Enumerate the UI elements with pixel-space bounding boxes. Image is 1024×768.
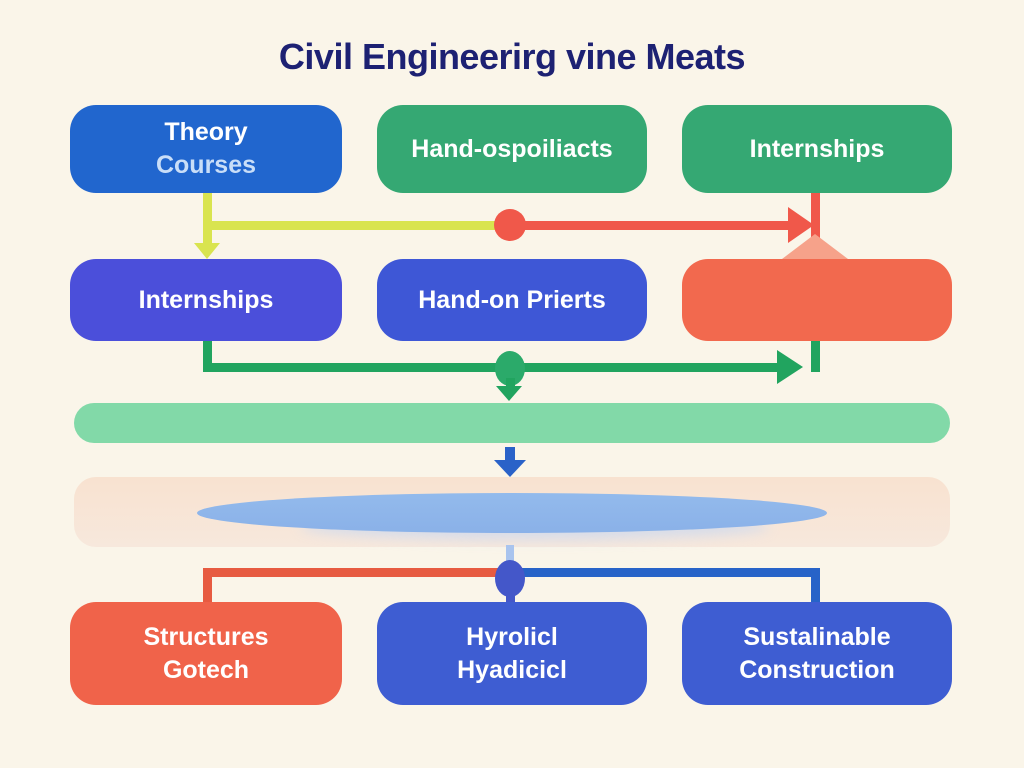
arrow-down-icon: [194, 243, 220, 259]
connector-green-horizontal: [203, 363, 777, 372]
page-title: Civil Engineerirg vine Meats: [278, 36, 746, 77]
connector-yellow-horizontal: [203, 221, 510, 230]
connector-red-horizontal: [522, 221, 788, 230]
blue-ellipse: [197, 493, 827, 533]
box-sustainable-construction: Sustalinable Construction: [682, 602, 952, 705]
connector-blue-vertical: [811, 568, 820, 602]
box-empty-coral: [682, 259, 952, 341]
connector-orange-horizontal: [203, 568, 510, 577]
box-internships-mid: Internships: [70, 259, 342, 341]
connector-lightblue-vertical: [506, 545, 514, 573]
box-label-line: Internships: [749, 134, 885, 163]
box-hands-on-top: Hand-ospoiliacts: [377, 105, 647, 193]
box-internships-top: Internships: [682, 105, 952, 193]
arrow-down-icon: [496, 386, 522, 401]
connector-green-vertical-right: [811, 341, 820, 372]
box-label-line: Hand-on Prierts: [418, 285, 606, 314]
box-label-line: Hyrolicl: [466, 622, 558, 651]
connector-red-vertical: [811, 193, 820, 245]
box-structures-gotech: Structures Gotech: [70, 602, 342, 705]
box-label-line: Hyadicicl: [457, 655, 567, 684]
triangle-pink-icon: [782, 234, 848, 259]
connector-orange-vertical: [203, 568, 212, 602]
box-label-line: Hand-ospoiliacts: [411, 134, 613, 163]
connector-dot-blue: [495, 560, 525, 597]
connector-green-stem: [506, 378, 515, 388]
arrow-right-icon: [777, 350, 803, 384]
box-label-line: Construction: [739, 655, 895, 684]
box-label-line: Structures: [143, 622, 269, 651]
box-label-line: Courses: [155, 151, 257, 179]
arrow-down-icon: [494, 460, 526, 477]
box-label-line: Sustalinable: [743, 622, 891, 651]
connector-green-vertical-left: [203, 341, 212, 372]
connector-dot-red: [494, 209, 526, 241]
box-label-line: Gotech: [162, 655, 250, 684]
box-label-line: Theory: [164, 118, 248, 146]
box-hands-on-mid: Hand-on Prierts: [377, 259, 647, 341]
connector-yellow-vertical: [203, 193, 212, 245]
blue-arrow-stem: [505, 447, 515, 462]
box-label-line: Internships: [138, 285, 274, 314]
box-hydraulic: Hyrolicl Hyadicicl: [377, 602, 647, 705]
mint-band: [74, 403, 950, 443]
box-theory-courses: Theory Courses: [70, 105, 342, 193]
connector-blue-horizontal: [510, 568, 819, 577]
